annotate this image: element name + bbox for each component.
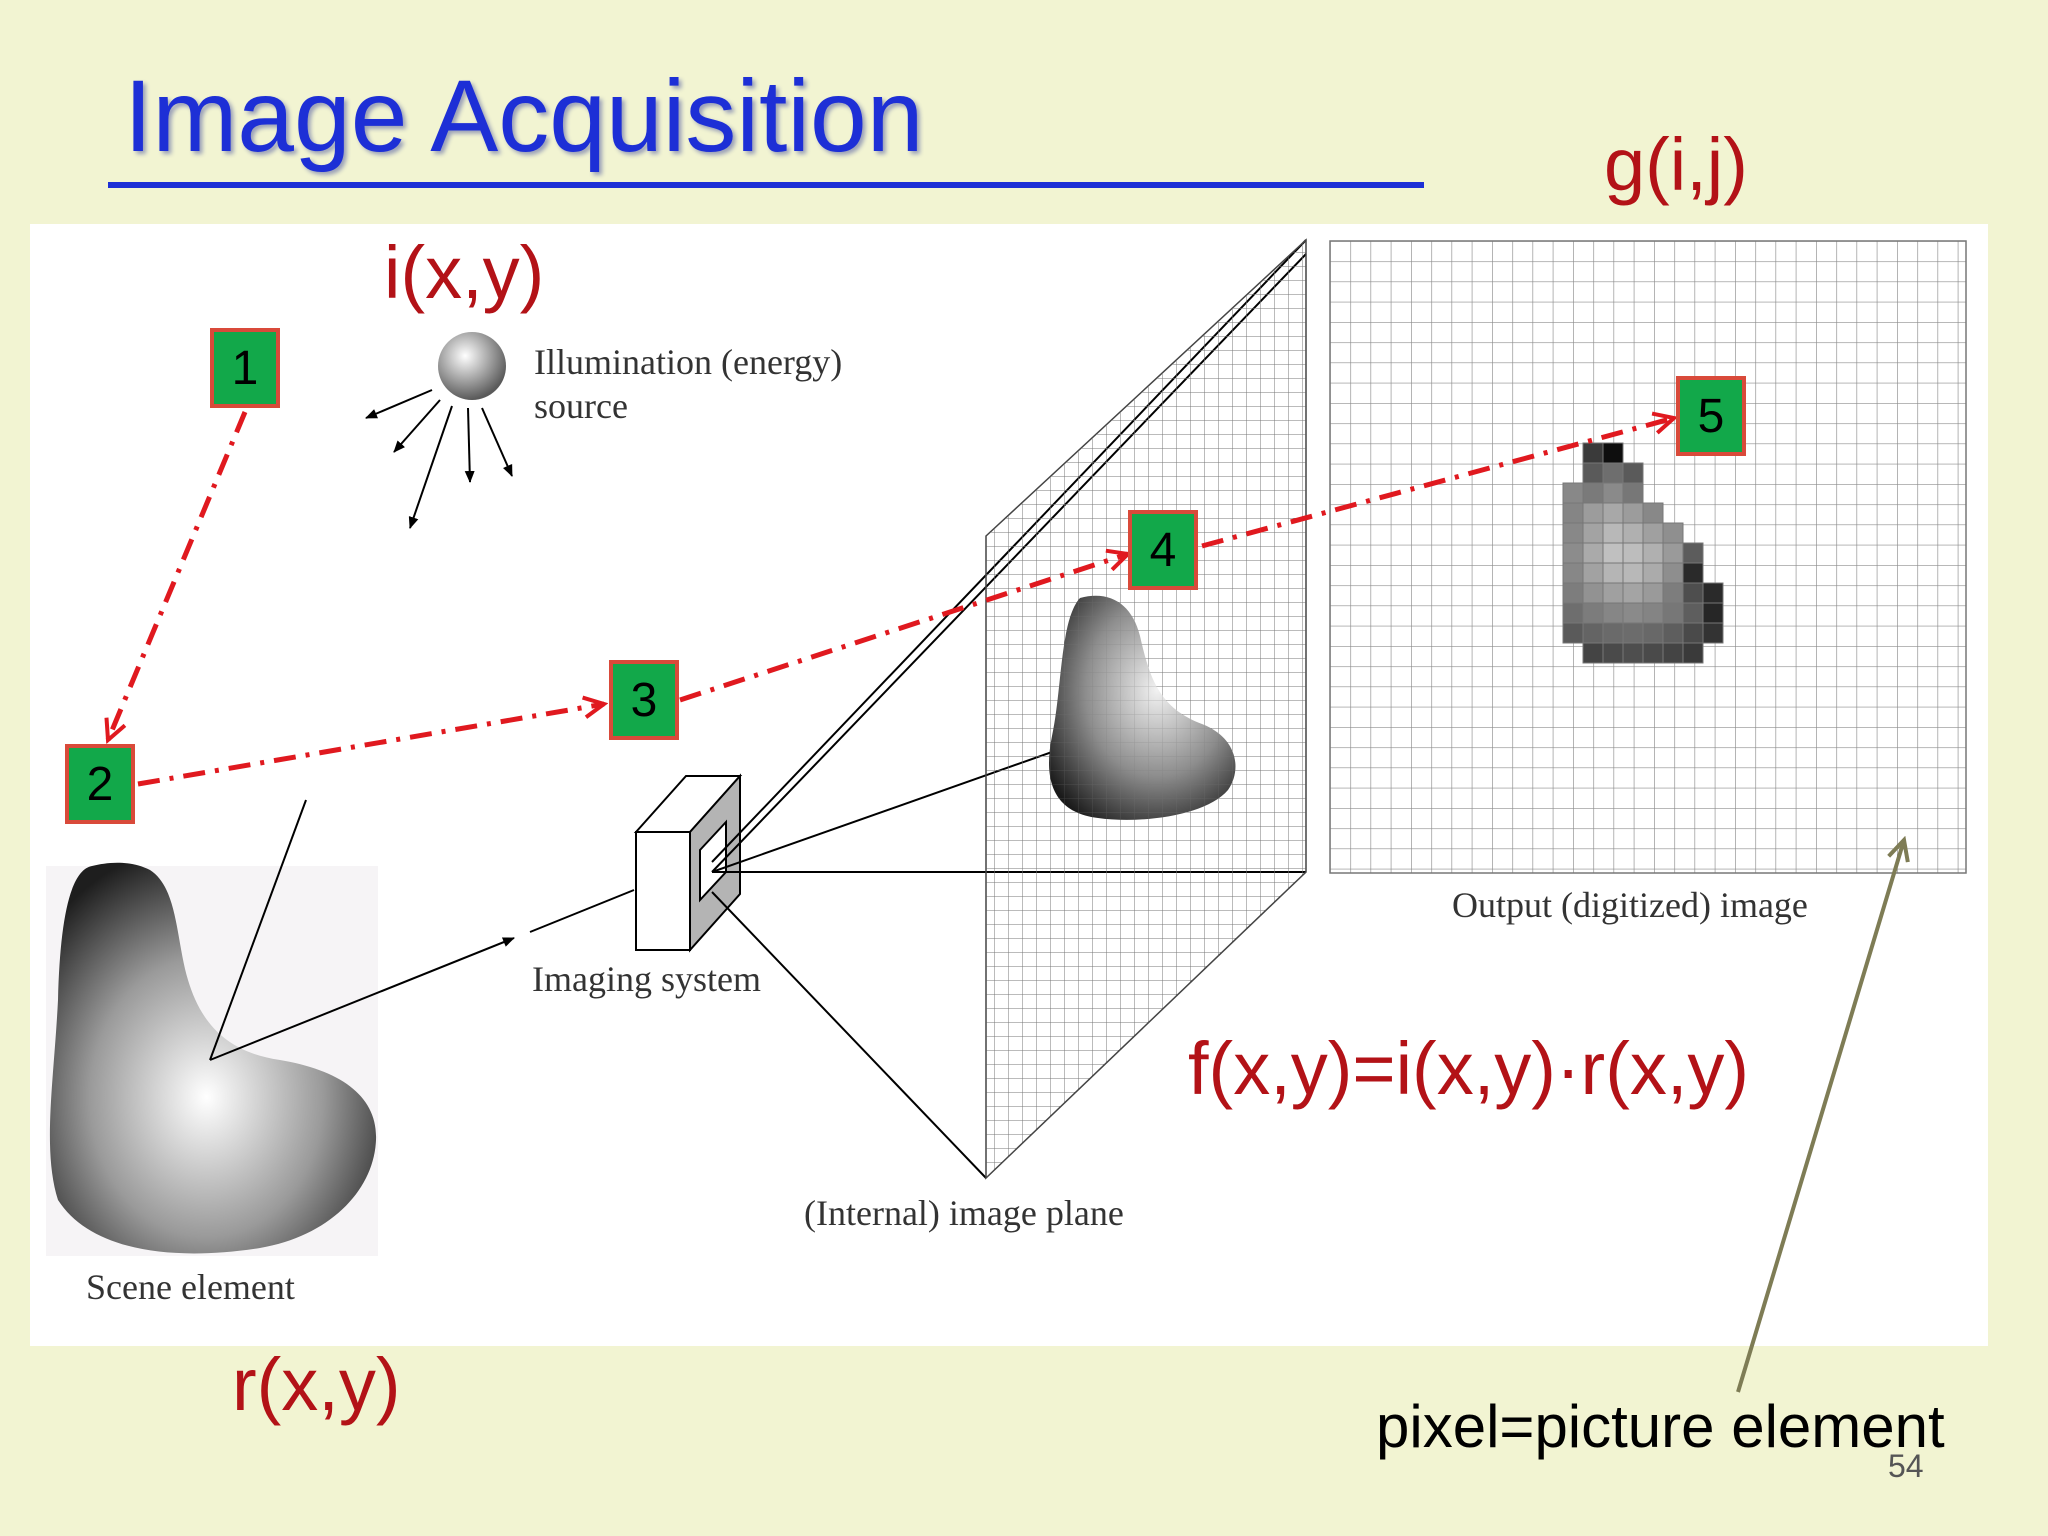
step-box-4: 4 xyxy=(1128,510,1198,590)
formula-label: f(x,y)=i(x,y)·r(x,y) xyxy=(1188,1027,1750,1110)
source-caption-line-1: Illumination (energy) xyxy=(534,342,843,382)
light-rays xyxy=(365,389,513,529)
step-box-2: 2 xyxy=(65,744,135,824)
step-box-1: 1 xyxy=(210,328,280,408)
digitized-label: g(i,j) xyxy=(1604,123,1748,206)
scene-caption: Scene element xyxy=(86,1267,295,1307)
plane-caption: (Internal) image plane xyxy=(804,1193,1124,1233)
image-plane xyxy=(985,238,1307,1180)
title-underline xyxy=(108,182,1424,188)
pixel-note: pixel=picture element xyxy=(1376,1393,1945,1460)
illumination-label: i(x,y) xyxy=(384,231,545,314)
source-caption-line-2: source xyxy=(534,386,628,426)
step-box-3: 3 xyxy=(609,660,679,740)
imaging-caption: Imaging system xyxy=(532,959,761,999)
source-caption: Illumination (energy) source xyxy=(534,340,842,428)
digitized-object xyxy=(1562,442,1724,664)
output-image xyxy=(1329,240,1967,874)
output-caption: Output (digitized) image xyxy=(1452,885,1808,925)
light-source xyxy=(438,332,506,400)
pixel-pointer-arrow xyxy=(1736,840,1904,1393)
imaging-system xyxy=(633,773,743,953)
page-number: 54 xyxy=(1888,1448,1924,1484)
reflectance-label: r(x,y) xyxy=(232,1343,401,1426)
step-box-5: 5 xyxy=(1676,376,1746,456)
slide-title: Image Acquisition xyxy=(124,59,924,173)
process-arrows xyxy=(108,411,1674,787)
